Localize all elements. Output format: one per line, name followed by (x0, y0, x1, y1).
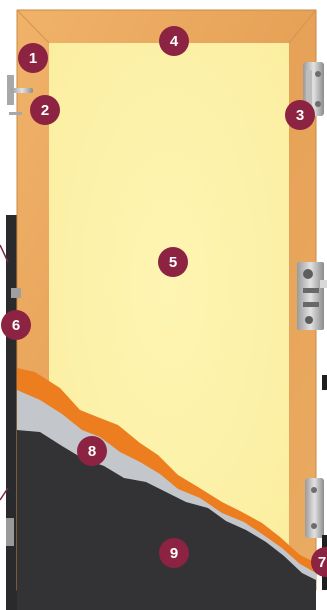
strike-plate (11, 288, 21, 298)
svg-text:2: 2 (41, 102, 49, 119)
svg-text:4: 4 (170, 33, 179, 50)
dark-steel-layer (17, 430, 316, 610)
svg-text:7: 7 (318, 554, 326, 571)
marker-6: 6 (1, 310, 31, 340)
marker-7: 7 (311, 547, 327, 577)
door-handle-icon (7, 75, 33, 115)
marker-8: 8 (77, 436, 107, 466)
svg-text:9: 9 (170, 545, 178, 562)
lower-hinge-icon (305, 478, 324, 538)
svg-text:3: 3 (296, 107, 304, 124)
svg-text:6: 6 (12, 317, 20, 334)
marker-5: 5 (158, 247, 188, 277)
svg-text:5: 5 (169, 254, 177, 271)
marker-1: 1 (18, 43, 48, 73)
svg-text:8: 8 (88, 443, 96, 460)
marker-3: 3 (285, 100, 315, 130)
svg-text:1: 1 (29, 50, 37, 67)
marker-4: 4 (159, 26, 189, 56)
marker-9: 9 (159, 538, 189, 568)
lock-mechanism-icon (297, 262, 327, 330)
marker-2: 2 (30, 95, 60, 125)
